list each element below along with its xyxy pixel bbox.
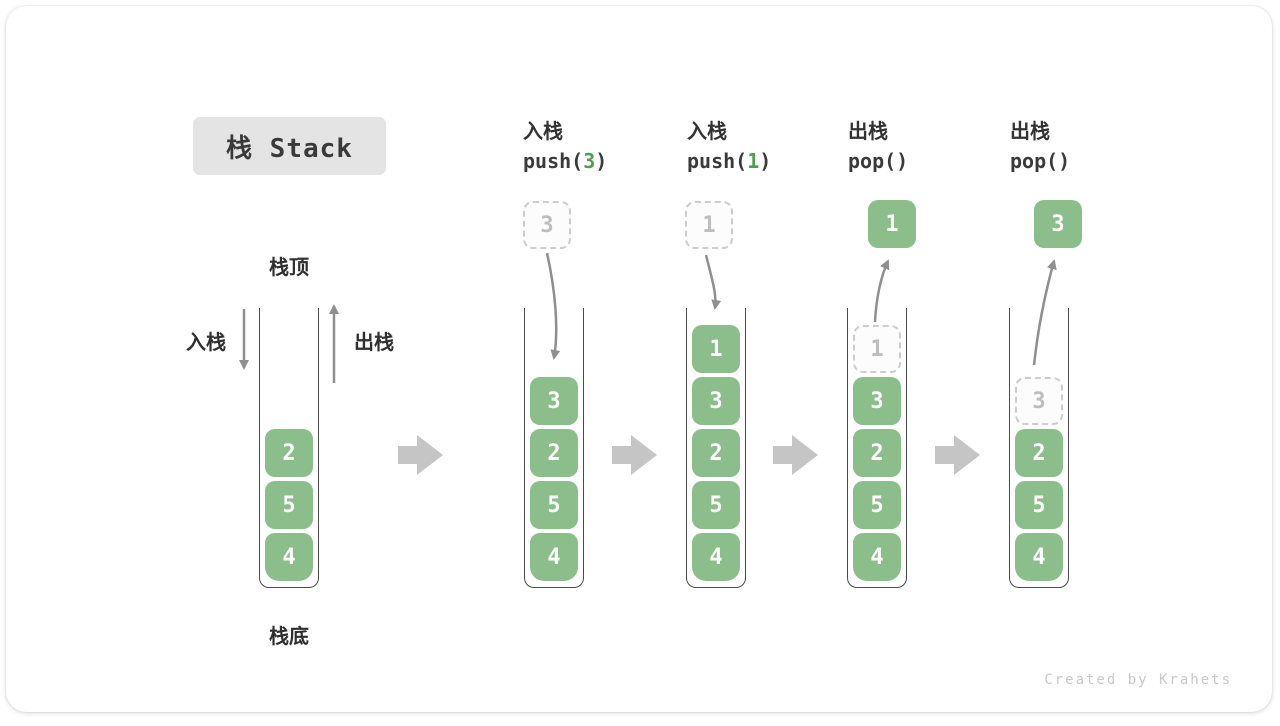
stack-block: 2 [530, 429, 578, 477]
op-code-text: pop() [848, 149, 909, 173]
stack-container-4 [847, 308, 907, 588]
incoming-block: 3 [523, 201, 571, 249]
stack-block: 4 [1015, 533, 1063, 581]
op-action-text: 入栈 [687, 121, 727, 143]
op-action-text: 出栈 [848, 121, 888, 143]
stack-block: 2 [265, 429, 313, 477]
next-step-arrow-icon [612, 435, 657, 475]
popped-block: 3 [1034, 200, 1082, 248]
next-step-arrow-icon [398, 435, 443, 475]
op-label-pop-second: 出栈 pop() [1010, 115, 1160, 173]
stack-block: 4 [530, 533, 578, 581]
stack-block: 5 [1015, 481, 1063, 529]
stack-block: 2 [1015, 429, 1063, 477]
stack-container-2 [524, 308, 584, 588]
stack-block: 5 [853, 481, 901, 529]
pop-1-arrow-icon [873, 259, 890, 323]
stack-top-label: 栈顶 [269, 257, 309, 279]
ghost-block: 3 [1015, 377, 1063, 425]
push-side-label: 入栈 [186, 332, 226, 354]
stack-block: 1 [692, 325, 740, 373]
stack-block: 4 [265, 533, 313, 581]
diagram-canvas: 栈 Stack 入栈 push(3) 入栈 push(1) 出栈 pop() 出… [6, 6, 1272, 712]
diagram-title: 栈 Stack [193, 117, 386, 175]
incoming-block: 1 [685, 201, 733, 249]
stack-bottom-label: 栈底 [269, 626, 309, 648]
stack-block: 3 [692, 377, 740, 425]
pop-side-label: 出栈 [354, 332, 394, 354]
watermark: Created by Krahets [1044, 672, 1232, 688]
pop-3-arrow-icon [1032, 259, 1057, 366]
stack-block: 2 [692, 429, 740, 477]
stack-container-5 [1009, 308, 1069, 588]
stack-block: 4 [692, 533, 740, 581]
op-code-text: pop() [1010, 149, 1071, 173]
stack-block: 5 [692, 481, 740, 529]
stack-container-3 [686, 308, 746, 588]
op-code-text: push(1) [687, 149, 772, 173]
stack-container-1 [259, 308, 319, 588]
push-3-arrow-icon [545, 252, 561, 360]
next-step-arrow-icon [935, 435, 980, 475]
ghost-block: 1 [853, 325, 901, 373]
stack-block: 2 [853, 429, 901, 477]
next-step-arrow-icon [773, 435, 818, 475]
popped-block: 1 [868, 200, 916, 248]
op-code-text: push(3) [523, 149, 608, 173]
arrows-overlay [239, 252, 1057, 383]
stack-block: 5 [265, 481, 313, 529]
op-action-text: 入栈 [523, 121, 563, 143]
op-label-push-3: 入栈 push(3) [523, 115, 673, 173]
stack-block: 3 [530, 377, 578, 425]
op-label-push-1: 入栈 push(1) [687, 115, 837, 173]
op-label-pop-first: 出栈 pop() [848, 115, 998, 173]
stack-block: 4 [853, 533, 901, 581]
stack-block: 3 [853, 377, 901, 425]
op-action-text: 出栈 [1010, 121, 1050, 143]
push-1-arrow-icon [704, 254, 722, 310]
stack-block: 5 [530, 481, 578, 529]
